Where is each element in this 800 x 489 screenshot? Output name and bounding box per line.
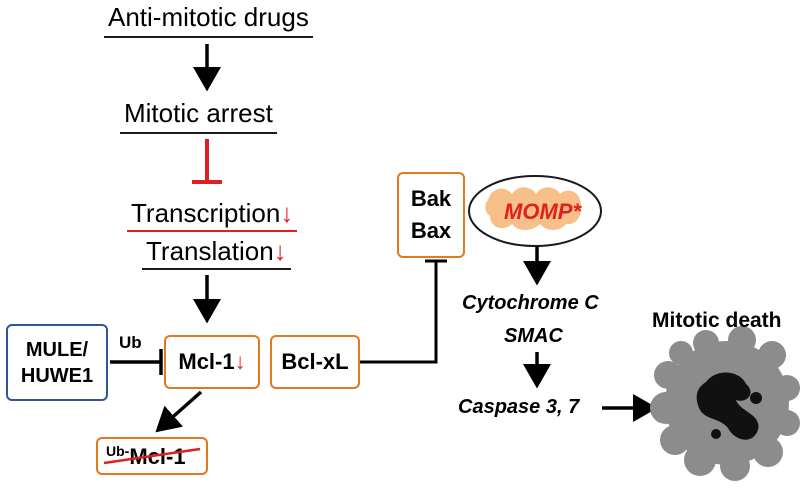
anti-mitotic-drugs-label: Anti-mitotic drugs — [104, 2, 313, 38]
mitotic-arrest-label: Mitotic arrest — [120, 98, 277, 134]
mule-line2: HUWE1 — [20, 364, 94, 387]
caspase-label: Caspase 3, 7 — [458, 396, 580, 418]
dying-cell-icon — [650, 326, 800, 481]
translation-underline — [142, 268, 291, 270]
ub-mcl1-box: Ub-Mcl-1 — [96, 437, 208, 475]
cytochrome-c-label: Cytochrome C — [462, 292, 599, 314]
translation-down-arrow: ↓ — [273, 236, 287, 266]
transcription-underline — [127, 230, 298, 232]
mule-huwe1-box: MULE/ HUWE1 — [6, 324, 108, 401]
arrow-mcl1-to-degraded — [155, 390, 203, 433]
mitochondrion-icon — [468, 175, 602, 247]
mitotic-arrest-text: Mitotic arrest — [124, 98, 273, 128]
smac-label: SMAC — [504, 325, 563, 347]
ub-mcl1-label: Ub-Mcl-1 — [104, 442, 201, 470]
momp-label: MOMP* — [504, 199, 581, 224]
mule-line1: MULE/ — [25, 338, 89, 361]
bclxl-box: Bcl-xL — [270, 335, 360, 389]
transcription-text: Transcription — [131, 198, 281, 228]
strike-through — [104, 447, 201, 464]
bclxl-text: Bcl-xL — [281, 349, 349, 374]
mcl1-text: Mcl-1 — [178, 349, 235, 374]
bak-text: Bak — [410, 186, 452, 211]
inhibition-bclxl-to-bak-bax — [358, 259, 447, 364]
mcl1-down-arrow: ↓ — [234, 349, 246, 374]
ub-label: Ub — [119, 333, 142, 352]
mitotic-death-label: Mitotic death — [652, 309, 782, 332]
ub-prefix: Ub- — [106, 442, 130, 459]
inhibition-arrest-to-transcription — [192, 139, 222, 184]
translation-text: Translation — [146, 236, 274, 266]
translation-label: Translation↓ — [142, 236, 291, 270]
mitotic-arrest-underline — [120, 132, 277, 134]
inhibition-mule-to-mcl1 — [110, 349, 163, 375]
mcl1-box: Mcl-1↓ — [164, 335, 260, 389]
transcription-label: Transcription↓ — [127, 198, 298, 232]
bax-text: Bax — [410, 218, 452, 243]
anti-mitotic-drugs-text: Anti-mitotic drugs — [108, 2, 309, 32]
ub-mcl1-text: Mcl-1 — [129, 443, 186, 469]
transcription-down-arrow: ↓ — [280, 198, 294, 228]
anti-mitotic-drugs-underline — [104, 36, 313, 38]
bak-bax-box: Bak Bax — [397, 172, 465, 258]
